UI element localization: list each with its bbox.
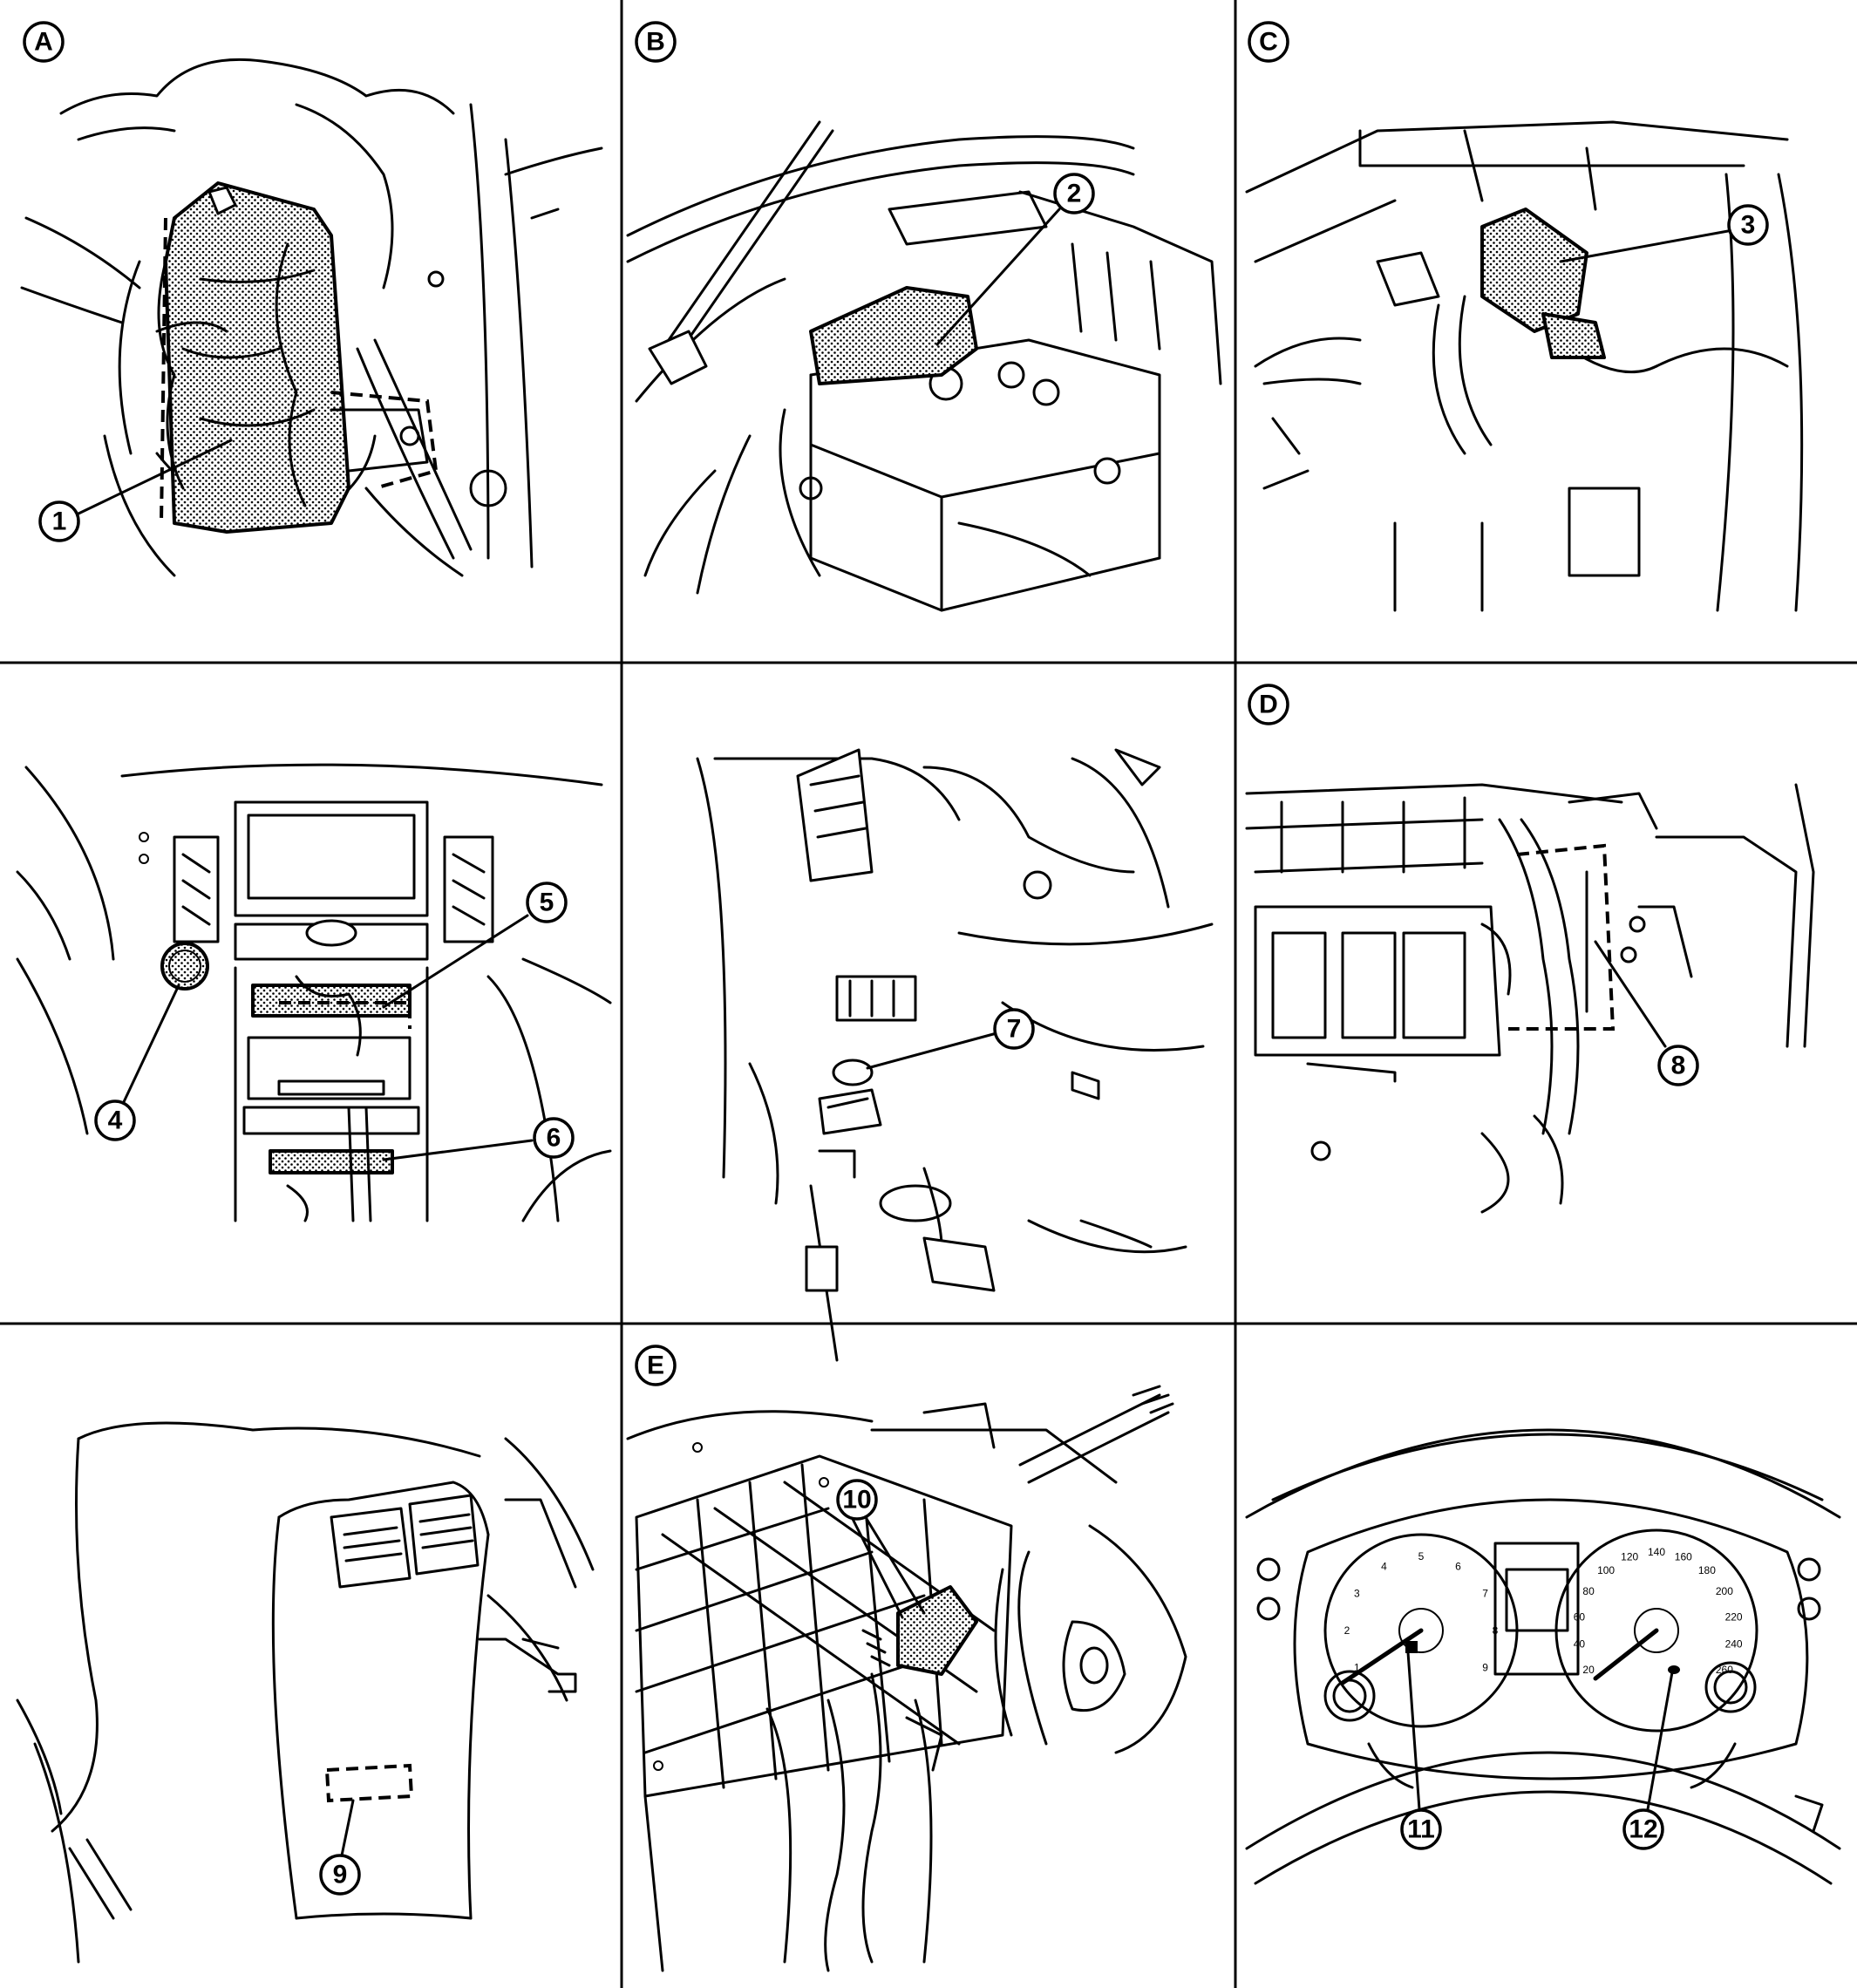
panel-e-drawing [626, 1385, 1187, 1972]
callout-11-label: 11 [1407, 1815, 1435, 1844]
speed-number-140: 140 [1648, 1546, 1665, 1558]
callout-12-label: 12 [1629, 1815, 1657, 1844]
tach-number-5: 5 [1418, 1550, 1425, 1562]
tach-number-4: 4 [1381, 1560, 1387, 1572]
speed-number-240: 240 [1725, 1638, 1743, 1651]
callout-5-label: 5 [540, 888, 554, 917]
callout-7: 7 [993, 1008, 1035, 1050]
callout-9: 9 [319, 1854, 361, 1896]
panel-letter-a-label: A [34, 28, 53, 57]
tach-number-6: 6 [1455, 1560, 1461, 1572]
callout-11: 11 [1400, 1808, 1442, 1850]
speed-number-40: 40 [1574, 1638, 1586, 1651]
callout-2: 2 [1053, 173, 1095, 214]
tach-number-8: 8 [1493, 1624, 1499, 1637]
panel-letter-c: C [1248, 21, 1289, 63]
callout-6: 6 [533, 1117, 575, 1159]
callout-3-label: 3 [1741, 211, 1756, 240]
speed-number-80: 80 [1582, 1585, 1595, 1597]
callout-8-label: 8 [1671, 1052, 1686, 1080]
speed-number-160: 160 [1675, 1550, 1692, 1562]
callout-7-label: 7 [1007, 1015, 1022, 1044]
callout-10: 10 [836, 1479, 878, 1521]
panel-letter-e: E [635, 1345, 677, 1386]
callout-12: 12 [1622, 1808, 1664, 1850]
callout-4: 4 [94, 1100, 136, 1141]
tach-number-7: 7 [1482, 1588, 1488, 1600]
callout-4-label: 4 [108, 1106, 123, 1135]
speed-number-220: 220 [1725, 1610, 1743, 1623]
panel-dashboard-drawing [16, 763, 612, 1222]
panel-cluster-drawing [1245, 1428, 1841, 1885]
callout-1-label: 1 [52, 507, 67, 536]
panel-letter-d-label: D [1259, 691, 1278, 719]
panel-c-drawing [1245, 120, 1804, 612]
speed-number-200: 200 [1716, 1585, 1733, 1597]
tach-number-9: 9 [1482, 1662, 1488, 1674]
speed-number-20: 20 [1582, 1664, 1595, 1676]
panel-d-drawing [1245, 783, 1815, 1214]
panel-letter-a: A [23, 21, 65, 63]
tach-number-1: 1 [1354, 1662, 1360, 1674]
callout-2-label: 2 [1067, 180, 1082, 208]
callout-9-label: 9 [333, 1861, 348, 1889]
callout-6-label: 6 [547, 1124, 561, 1153]
panel-letter-b: B [635, 21, 677, 63]
callout-5: 5 [526, 882, 568, 923]
callout-8: 8 [1657, 1045, 1699, 1086]
speed-number-260: 260 [1716, 1664, 1733, 1676]
callout-10-label: 10 [842, 1486, 871, 1515]
tach-number-3: 3 [1354, 1588, 1360, 1600]
panel-letter-c-label: C [1259, 28, 1278, 57]
callout-1: 1 [38, 500, 80, 542]
callout-3: 3 [1727, 204, 1769, 246]
panel-a-drawing [20, 58, 603, 577]
tach-number-2: 2 [1344, 1624, 1350, 1637]
panel-letter-b-label: B [646, 28, 665, 57]
panel-b-drawing [626, 120, 1222, 612]
speed-number-60: 60 [1574, 1610, 1586, 1623]
panel-rear-console-drawing [16, 1421, 595, 1964]
panel-letter-d: D [1248, 684, 1289, 725]
panel-lower-dash-drawing [696, 748, 1214, 1362]
tachometer-numbers: 1 2 3 4 5 6 7 8 9 [1344, 1550, 1499, 1674]
speed-number-100: 100 [1597, 1564, 1615, 1576]
panel-letter-e-label: E [647, 1351, 664, 1380]
speed-number-120: 120 [1621, 1550, 1638, 1562]
speed-number-180: 180 [1698, 1564, 1716, 1576]
